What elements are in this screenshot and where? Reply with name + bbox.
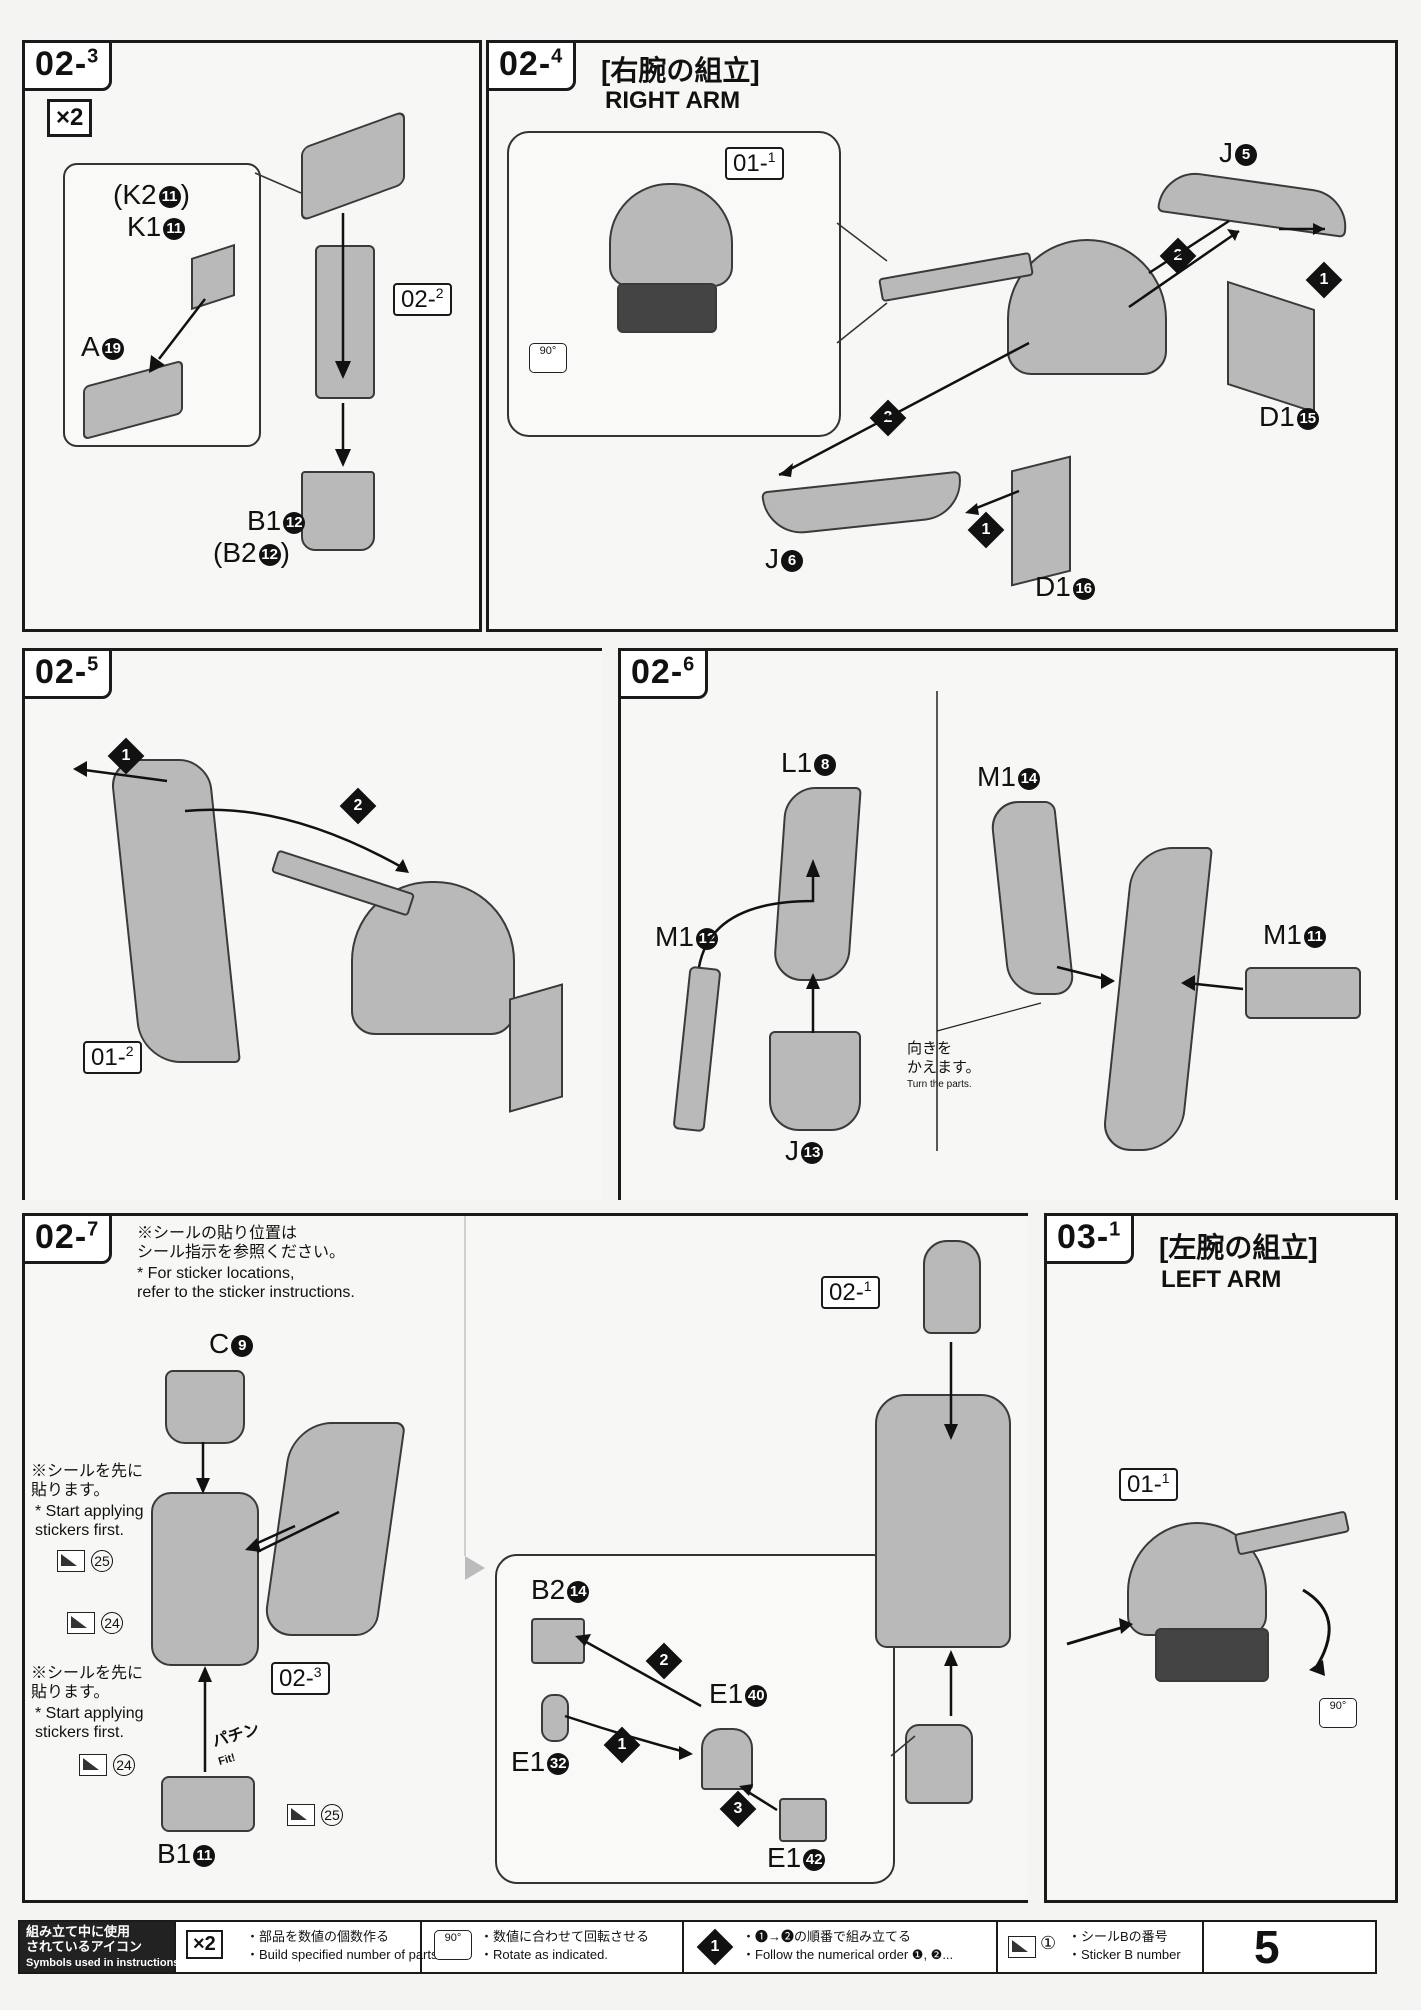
multiplier-badge: ×2 xyxy=(47,99,93,137)
sticker-location-note-jp: ※シールの貼り位置はシール指示を参照ください。 xyxy=(137,1225,346,1261)
step-badge: 02-5 xyxy=(22,648,113,699)
part-arm-base-inset xyxy=(617,283,717,333)
step-badge: 02-6 xyxy=(618,648,709,699)
step-title-en: RIGHT ARM xyxy=(605,87,741,114)
part-b1-piece xyxy=(301,471,375,551)
sticker-icon xyxy=(57,1550,85,1572)
sticker-icon xyxy=(79,1754,107,1776)
part-e140-joint xyxy=(701,1728,753,1790)
step-badge: 02-4 xyxy=(486,40,577,91)
part-m11-peg xyxy=(1245,967,1361,1019)
sticker-number: 24 xyxy=(113,1754,135,1776)
sticker-location-note-en: * For sticker locations,refer to the sti… xyxy=(137,1265,355,1301)
assembly-arrows xyxy=(697,691,1244,1151)
rotate-90-icon: 90° xyxy=(529,343,567,373)
sticker-number: 25 xyxy=(321,1804,343,1826)
sticker-number: 24 xyxy=(101,1612,123,1634)
page-number: 5 xyxy=(1254,1921,1280,1973)
part-c9-cover xyxy=(165,1370,245,1444)
sticker-first-note-jp-a: ※シールを先に貼ります。 xyxy=(31,1463,144,1499)
part-arm-unit xyxy=(1007,239,1167,375)
ref-tag-02-3: 02-3 xyxy=(271,1662,330,1695)
sticker-icon xyxy=(67,1612,95,1634)
ref-tag-01-2: 01-2 xyxy=(83,1041,142,1074)
ref-tag-01-1: 01-1 xyxy=(725,147,784,180)
panel-step-02-7: 02-7 ※シールの貼り位置はシール指示を参照ください。 * For stick… xyxy=(22,1213,1028,1903)
legend-sticker: ① ・シールBの番号・Sticker B number xyxy=(998,1922,1204,1972)
step-badge: 03-1 xyxy=(1044,1213,1135,1264)
part-hip-joint xyxy=(923,1240,981,1334)
part-torso-block xyxy=(151,1492,259,1666)
part-body-assembly xyxy=(875,1394,1011,1648)
sticker-icon xyxy=(287,1804,315,1826)
part-j13-clip xyxy=(769,1031,861,1131)
sticker-number: 25 xyxy=(91,1550,113,1572)
part-waist-subassembly xyxy=(905,1724,973,1804)
part-b11-base xyxy=(161,1776,255,1832)
panel-step-02-5: 02-5 01-2 1 2 xyxy=(22,648,602,1200)
assembly-arrows xyxy=(196,1216,958,1812)
ref-tag-02-1: 02-1 xyxy=(821,1276,880,1309)
part-arm-base xyxy=(1155,1628,1269,1682)
step-title-jp: [右腕の組立] xyxy=(601,55,760,86)
step-title-en: LEFT ARM xyxy=(1161,1266,1282,1293)
part-arm-unit-inset xyxy=(609,183,733,287)
part-e142-plug xyxy=(779,1798,827,1842)
step-badge: 02-3 xyxy=(22,40,113,91)
legend-order: 1 ・❶→❷の順番で組み立てる・Follow the numerical ord… xyxy=(684,1922,998,1972)
assembly-arrows xyxy=(73,761,409,873)
ref-tag-01-1: 01-1 xyxy=(1119,1468,1178,1501)
assembly-arrows xyxy=(149,172,351,467)
sticker-first-note-jp-b: ※シールを先に貼ります。 xyxy=(31,1665,144,1701)
step-title-jp: [左腕の組立] xyxy=(1159,1232,1318,1263)
assembly-arrows xyxy=(1066,1588,1331,1676)
panel-step-03-1: 03-1 [左腕の組立] LEFT ARM 01-1 90° xyxy=(1044,1213,1398,1903)
assembly-arrows xyxy=(778,219,1325,515)
ref-tag-02-2: 02-2 xyxy=(393,283,452,316)
rotate-90-icon: 90° xyxy=(1319,1698,1357,1728)
turn-parts-note-jp: 向きをかえます。 xyxy=(907,1040,981,1076)
step-badge: 02-7 xyxy=(22,1213,113,1264)
turn-parts-note-en: Turn the parts. xyxy=(907,1079,972,1090)
legend-multiplier: ×2 ・部品を数値の個数作る・Build specified number of… xyxy=(176,1922,441,1972)
legend-rotate: 90° ・数値に合わせて回転させる・Rotate as indicated. xyxy=(422,1922,684,1972)
